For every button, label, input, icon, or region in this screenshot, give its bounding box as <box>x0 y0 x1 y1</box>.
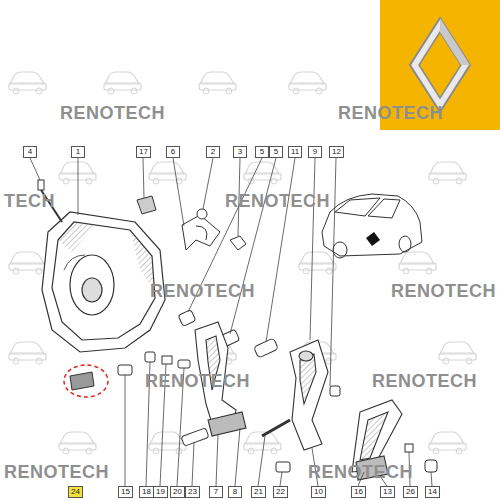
watermark: RENOTECH <box>391 282 496 300</box>
callout-number: 5 <box>269 146 283 158</box>
watermark: RENOTECH <box>225 192 330 210</box>
callout-number: 15 <box>118 486 133 498</box>
callout-number: 2 <box>206 146 220 158</box>
callout-number: 23 <box>185 486 200 498</box>
callout-number: 13 <box>380 486 395 498</box>
callout-number: 3 <box>233 146 247 158</box>
callout-number: 8 <box>228 486 242 498</box>
callout-number: 12 <box>329 146 344 158</box>
callout-number: 16 <box>351 486 366 498</box>
callout-number: 20 <box>170 486 185 498</box>
callout-number: 6 <box>166 146 180 158</box>
callout-number: 10 <box>311 486 326 498</box>
watermark: RENOTECH <box>372 372 477 390</box>
callout-number: 4 <box>23 146 37 158</box>
callout-number: 7 <box>209 486 223 498</box>
callout-number: 14 <box>425 486 440 498</box>
watermark: TECH <box>4 192 55 210</box>
callout-number: 17 <box>136 146 151 158</box>
watermark: RENOTECH <box>338 104 443 122</box>
callout-number: 18 <box>139 486 154 498</box>
callout-number: 5 <box>255 146 269 158</box>
callout-number: 19 <box>153 486 168 498</box>
watermark: RENOTECH <box>308 463 413 481</box>
watermark: RENOTECH <box>60 104 165 122</box>
watermark: RENOTECH <box>150 282 255 300</box>
callout-number: 21 <box>251 486 266 498</box>
watermark: RENOTECH <box>145 372 250 390</box>
watermark: RENOTECH <box>4 463 109 481</box>
callout-number: 22 <box>273 486 288 498</box>
callout-number: 26 <box>403 486 418 498</box>
callout-number: 24 <box>68 486 83 498</box>
callout-number: 9 <box>308 146 322 158</box>
callout-number: 11 <box>288 146 302 158</box>
callout-number: 1 <box>71 146 85 158</box>
